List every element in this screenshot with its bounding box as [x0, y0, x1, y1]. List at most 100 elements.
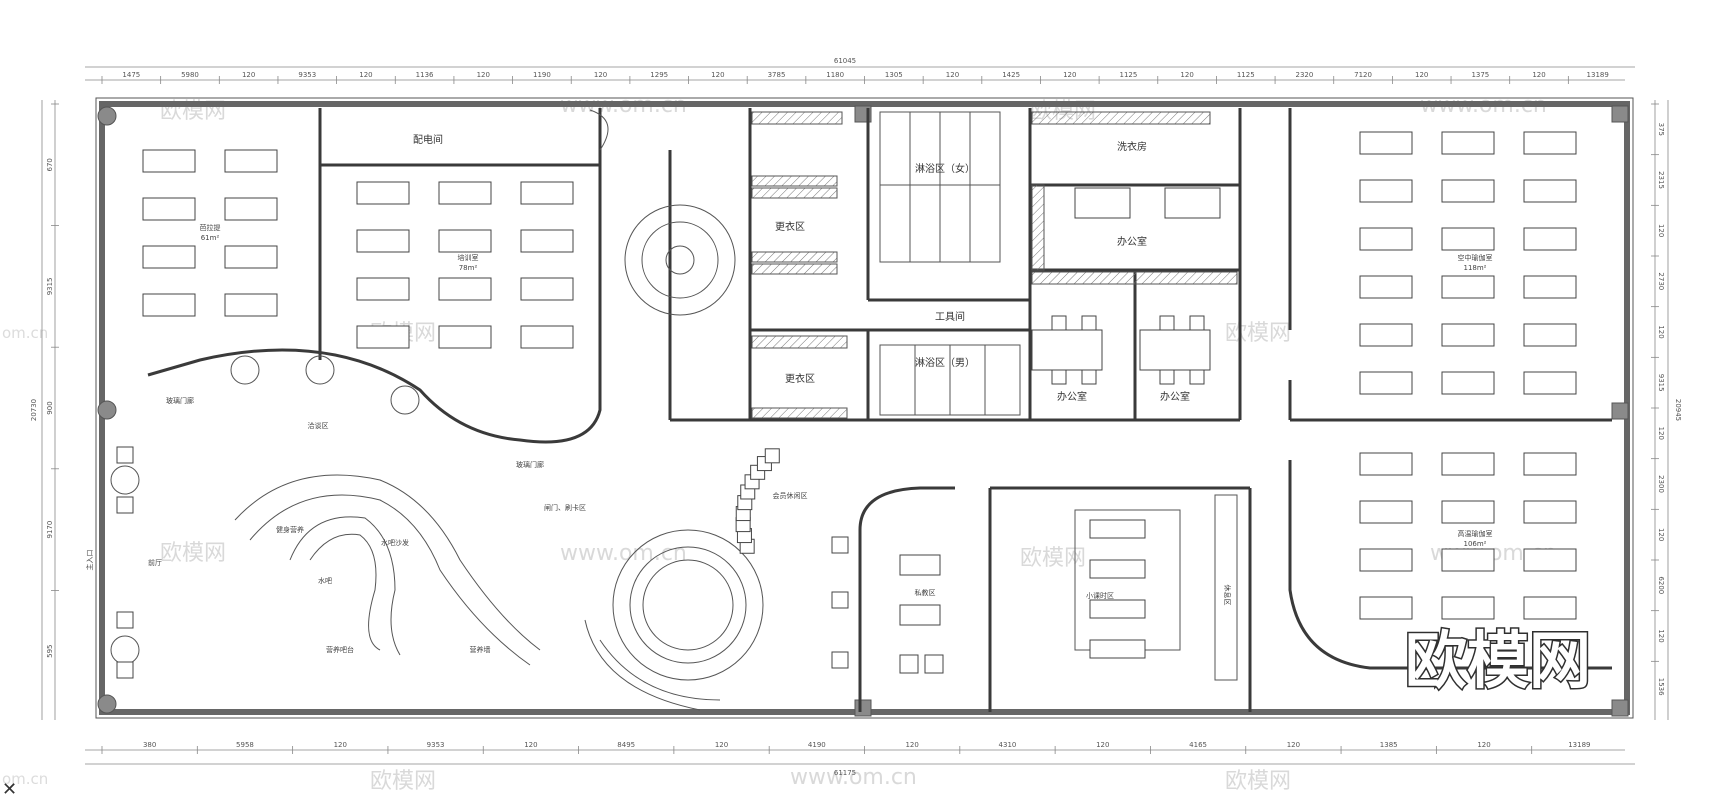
- mat: [1359, 596, 1413, 620]
- dimension-label: 7120: [1354, 71, 1372, 79]
- dimension-label: 1385: [1380, 741, 1398, 749]
- room-label-dressing-2: 更衣区: [785, 372, 815, 385]
- dimension-label: 120: [242, 71, 255, 79]
- watermark-text: 欧模网: [1225, 769, 1291, 794]
- chair: [831, 591, 849, 609]
- room-label-laundry: 洗衣房: [1117, 140, 1147, 153]
- lounge-chair: [764, 448, 780, 464]
- mat: [1523, 500, 1577, 524]
- dimension-label: 900: [46, 401, 54, 414]
- close-icon[interactable]: ✕: [2, 779, 17, 800]
- dimension-label: 375: [1657, 123, 1665, 136]
- mat: [520, 325, 574, 349]
- mat: [1441, 452, 1495, 476]
- dimension-label: 9353: [298, 71, 316, 79]
- mat: [1441, 323, 1495, 347]
- mat: [1523, 227, 1577, 251]
- mat: [356, 277, 410, 301]
- mat: [1441, 548, 1495, 572]
- dimension-label: 1190: [533, 71, 551, 79]
- dimension-lines: [41, 66, 1669, 765]
- mat: [1359, 227, 1413, 251]
- dimension-label: 120: [1063, 71, 1076, 79]
- room-label-office-2: 办公室: [1057, 390, 1087, 403]
- dimension-label: 380: [143, 741, 156, 749]
- mat: [142, 197, 196, 221]
- site-logo: 欧模网: [1405, 624, 1591, 697]
- dimension-label: 120: [946, 71, 959, 79]
- dimension-label: 120: [715, 741, 728, 749]
- dimension-right: 3752315120273012093151202300120620012015…: [1651, 103, 1665, 696]
- mat: [356, 181, 410, 205]
- mat: [1523, 596, 1577, 620]
- dimension-total-right: 20945: [1674, 399, 1682, 421]
- mat: [1359, 323, 1413, 347]
- chair: [116, 496, 134, 514]
- dimension-label: 4165: [1189, 741, 1207, 749]
- watermark-url: om.cn: [2, 770, 48, 788]
- dimension-label: 8495: [617, 741, 635, 749]
- dimension-left: 670 9315 900 9170 595: [46, 103, 59, 658]
- dimension-label: 670: [46, 158, 54, 171]
- chair: [831, 651, 849, 669]
- mat: [1523, 548, 1577, 572]
- dimension-label: 120: [1657, 325, 1665, 338]
- dimension-label: 9170: [46, 521, 54, 539]
- mat: [224, 293, 278, 317]
- dimension-label: 3785: [768, 71, 786, 79]
- watermark-url: www.om.cn: [790, 765, 917, 790]
- dimension-label: 1305: [885, 71, 903, 79]
- label-glass-door-2: 玻璃门廊: [516, 460, 544, 469]
- room-label-office-1: 办公室: [1117, 235, 1147, 248]
- room-label-shower-men: 淋浴区（男）: [915, 356, 975, 369]
- dimension-label: 9353: [427, 741, 445, 749]
- mat: [1523, 275, 1577, 299]
- mat: [438, 229, 492, 253]
- dimension-label: 120: [524, 741, 537, 749]
- dimension-label: 1475: [122, 71, 140, 79]
- dimension-label: 5980: [181, 71, 199, 79]
- label-private-class: 私教区: [915, 588, 936, 597]
- mat: [1441, 275, 1495, 299]
- hot-yoga-mats: [1359, 452, 1577, 620]
- round-table: [390, 385, 420, 415]
- dimension-label: 4310: [999, 741, 1017, 749]
- label-small-class: 小课时区: [1086, 591, 1114, 600]
- watermark-text: 欧模网: [370, 769, 436, 794]
- office-desks: [1031, 187, 1221, 385]
- room-labels: 配电间 芭拉提 61m² 培训室 78m² 更衣区 更衣区 淋浴区（女） 淋浴区…: [85, 133, 1493, 654]
- dimension-label: 1180: [826, 71, 844, 79]
- mat: [1359, 275, 1413, 299]
- mat: [224, 245, 278, 269]
- room-label-tool-room: 工具间: [935, 310, 965, 323]
- mat: [1359, 548, 1413, 572]
- dimension-total-bottom: 61175: [834, 769, 856, 777]
- room-label-office-3: 办公室: [1160, 390, 1190, 403]
- room-label-electric: 配电间: [413, 133, 443, 146]
- dimension-label: 120: [1657, 427, 1665, 440]
- dimension-label: 120: [1657, 224, 1665, 237]
- mat: [520, 277, 574, 301]
- room-label-training: 培训室: [458, 253, 479, 262]
- dimension-label: 120: [477, 71, 490, 79]
- dimension-label: 9315: [46, 277, 54, 295]
- label-bar-nutrition: 健身营养: [276, 525, 304, 534]
- dimension-label: 595: [46, 645, 54, 658]
- mat: [520, 229, 574, 253]
- watermark-url: om.cn: [2, 324, 48, 342]
- room-label-dressing-1: 更衣区: [775, 220, 805, 233]
- watermark-url: www.om.cn: [560, 541, 687, 566]
- label-front-hall: 前厅: [148, 558, 162, 567]
- round-table: [230, 355, 260, 385]
- mat: [1523, 179, 1577, 203]
- label-gate: 闸门、刷卡区: [544, 503, 586, 512]
- watermark-text: 欧模网: [1225, 321, 1291, 346]
- mat: [356, 325, 410, 349]
- interior-walls: [147, 108, 1612, 712]
- label-lounge: 会员休闲区: [773, 491, 808, 500]
- room-label-aerial-yoga: 空中瑜伽室: [1458, 253, 1493, 262]
- dimension-label: 120: [334, 741, 347, 749]
